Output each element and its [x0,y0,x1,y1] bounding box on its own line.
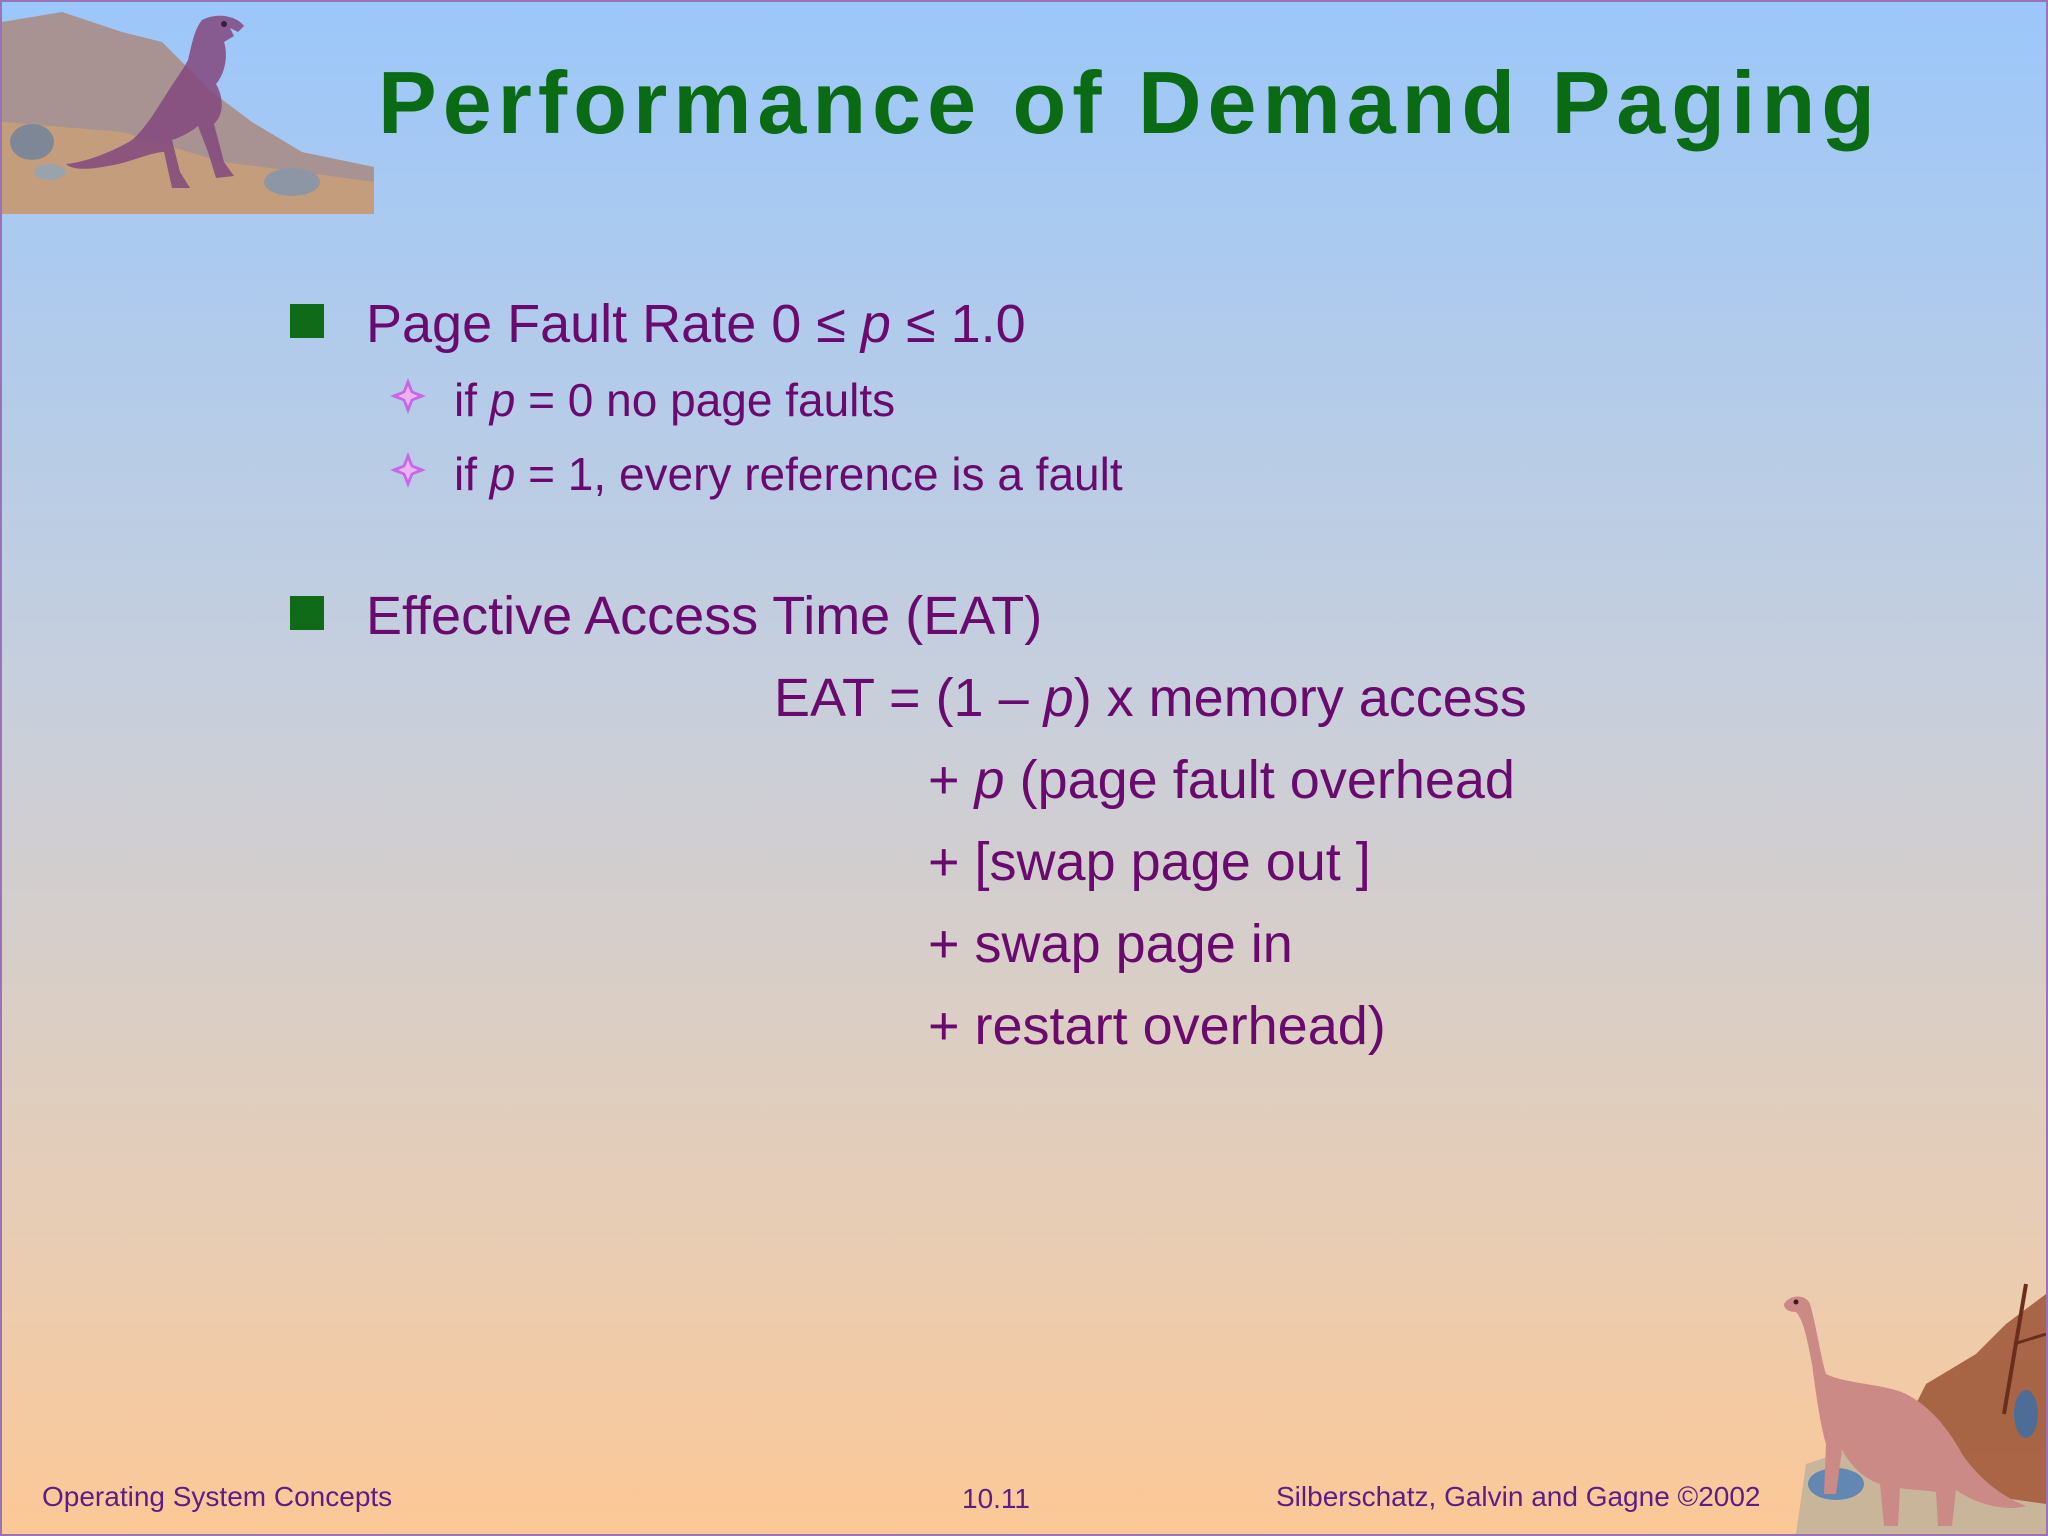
footer-course-title: Operating System Concepts [42,1481,393,1512]
bullet-square-icon [290,596,324,630]
equation-line-2: + p (page fault overhead [928,748,1515,812]
sparkle-diamond-icon [390,378,426,414]
equation-prefix: EAT = (1 – [774,668,1044,728]
variable-p: p [1043,668,1074,728]
equation-line-1: EAT = (1 – p) x memory access [774,666,1527,730]
variable-p: p [489,374,516,426]
subbullet-suffix: = 0 no page faults [515,374,896,426]
tyrannosaurus-illustration [2,12,374,214]
equation-suffix: (page fault overhead [1004,750,1515,810]
equation-line-4: + swap page in [928,914,1293,974]
bullet-text-prefix: Page Fault Rate 0 ≤ [366,294,861,354]
footer-page-number: 10.11 [962,1483,1030,1514]
slide-title: Performance of Demand Paging [378,53,1881,152]
equation-line-5: + restart overhead) [928,996,1386,1056]
variable-p: p [860,294,891,354]
bullet-text-suffix: ≤ 1.0 [890,294,1026,354]
subbullet-text: if p = 0 no page faults [454,372,895,428]
equation-line-3: + [swap page out ] [928,832,1371,892]
variable-p: p [489,448,516,500]
equation-prefix: + [928,750,975,810]
subbullet-prefix: if [454,448,490,500]
footer-copyright: Silberschatz, Galvin and Gagne ©2002 [1276,1481,1761,1512]
subbullet-suffix: = 1, every reference is a fault [515,448,1123,500]
subbullet-prefix: if [454,374,490,426]
variable-p: p [974,750,1005,810]
subbullet-text: if p = 1, every reference is a fault [454,446,1123,502]
brontosaurus-illustration [1784,1283,2046,1534]
bullet-text: Page Fault Rate 0 ≤ p ≤ 1.0 [366,294,1026,354]
equation-suffix: ) x memory access [1073,668,1527,728]
bullet-square-icon [290,304,324,338]
sparkle-diamond-icon [390,452,426,488]
bullet-text: Effective Access Time (EAT) [366,586,1043,646]
